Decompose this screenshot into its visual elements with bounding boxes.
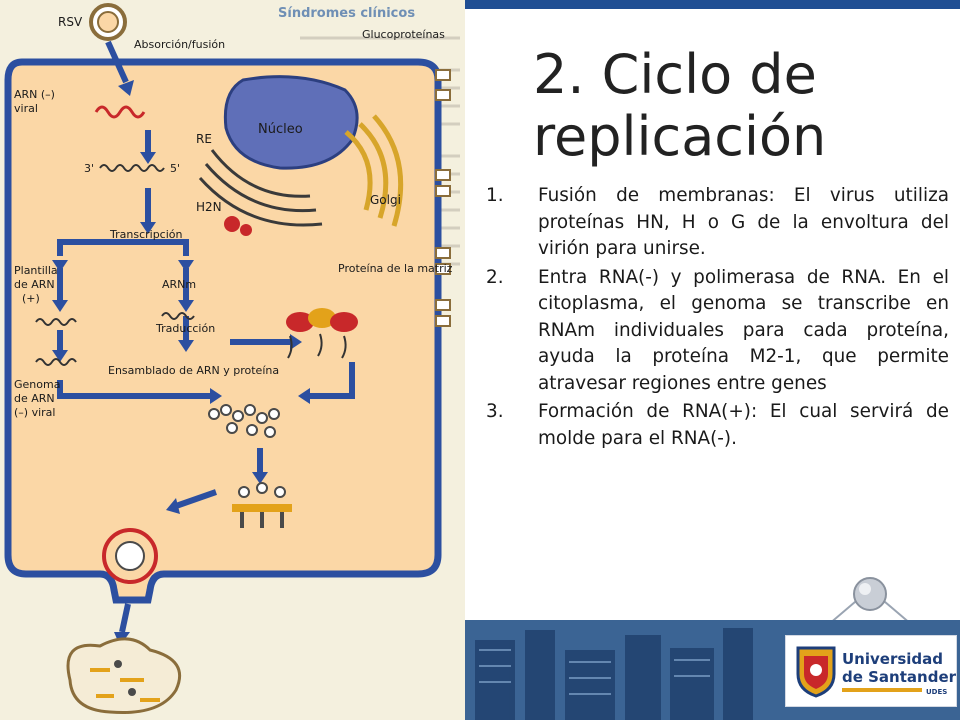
university-shield-icon (796, 646, 836, 698)
cell-membrane (4, 58, 442, 604)
logo-line-2: de Santander (842, 668, 957, 686)
replication-steps-list: 1. Fusión de membranas: El virus utiliza… (486, 183, 949, 454)
ensamblado-label: Ensamblado de ARN y proteína (108, 364, 279, 377)
plantilla-label-3: (+) (22, 292, 40, 305)
golgi-apparatus (344, 114, 404, 227)
list-item: 2. Entra RNA(-) y polimerasa de RNA. En … (486, 265, 949, 398)
proteina-matriz-label: Proteína de la matriz (338, 262, 453, 275)
transcripcion-label: Transcripción (109, 228, 183, 241)
header-fragment: Síndromes clínicos (278, 6, 415, 21)
nucleus-shape (223, 75, 359, 170)
list-item: 1. Fusión de membranas: El virus utiliza… (486, 183, 949, 263)
slide-title: 2. Ciclo de replicación (533, 43, 827, 168)
campus-photo-graphic (465, 620, 960, 720)
golgi-label: Golgi (370, 193, 401, 207)
diagram-svg: Síndromes clínicos Núcleo RE Golgi H2N (4, 3, 460, 715)
decorative-orb (821, 576, 919, 632)
released-virion (66, 637, 182, 715)
viral-rna-strand (94, 105, 146, 119)
arnm-label: ARNm (162, 278, 196, 291)
plantilla-label-1: Plantilla (14, 264, 58, 277)
budding-complex (232, 482, 292, 528)
absorcion-label: Absorción/fusión (134, 38, 225, 51)
genoma-label-1: Genoma (14, 378, 60, 391)
genoma-label-3: (–) viral (14, 406, 55, 419)
top-accent-bar (465, 0, 960, 9)
list-item-number: 3. (486, 401, 504, 422)
rsv-label: RSV (58, 15, 83, 29)
list-item-number: 2. (486, 266, 504, 288)
three-prime-label: 3' (84, 162, 94, 175)
list-item-text: Formación de RNA(+): El cual servirá de … (538, 401, 949, 449)
budding-virion (102, 528, 158, 584)
logo-tag: UDES (926, 688, 948, 696)
list-item: 3. Formación de RNA(+): El cual servirá … (486, 399, 949, 452)
rna-template-coil (99, 164, 165, 172)
flow-arrows (57, 40, 355, 633)
nucleus-label: Núcleo (258, 122, 303, 137)
five-prime-label: 5' (170, 162, 180, 175)
logo-line-1: Universidad (842, 650, 944, 668)
list-item-text: Entra RNA(-) y polimerasa de RNA. En el … (538, 266, 949, 394)
arn-viral-label-2: viral (14, 102, 38, 115)
assembled-nucleocapsid (208, 404, 280, 438)
list-item-text: Fusión de membranas: El virus utiliza pr… (538, 185, 949, 259)
arrow-heads (52, 80, 310, 646)
plantilla-label-2: de ARN (14, 278, 55, 291)
orb-icon (821, 577, 919, 631)
membrane-glycoproteins (435, 69, 451, 327)
genoma-label-2: de ARN (14, 392, 55, 405)
arn-viral-label-1: ARN (–) (14, 88, 55, 101)
list-item-number: 1. (486, 185, 504, 206)
ribosome-cluster (224, 216, 252, 236)
endoplasmic-reticulum (198, 149, 323, 227)
university-logo: Universidad de Santander UDES (785, 635, 957, 707)
logo-accent-bar (842, 688, 922, 692)
h2n-label: H2N (196, 200, 222, 214)
re-label: RE (196, 132, 212, 146)
translation-ribosomes (286, 308, 358, 359)
footer-campus-photo (465, 620, 960, 720)
rsv-virus-icon (89, 3, 127, 41)
rna-coils (35, 312, 195, 366)
replication-cycle-diagram: Síndromes clínicos Núcleo RE Golgi H2N (0, 0, 465, 720)
glucoproteinas-label: Glucoproteínas (362, 28, 445, 41)
traduccion-label: Traducción (155, 322, 215, 335)
